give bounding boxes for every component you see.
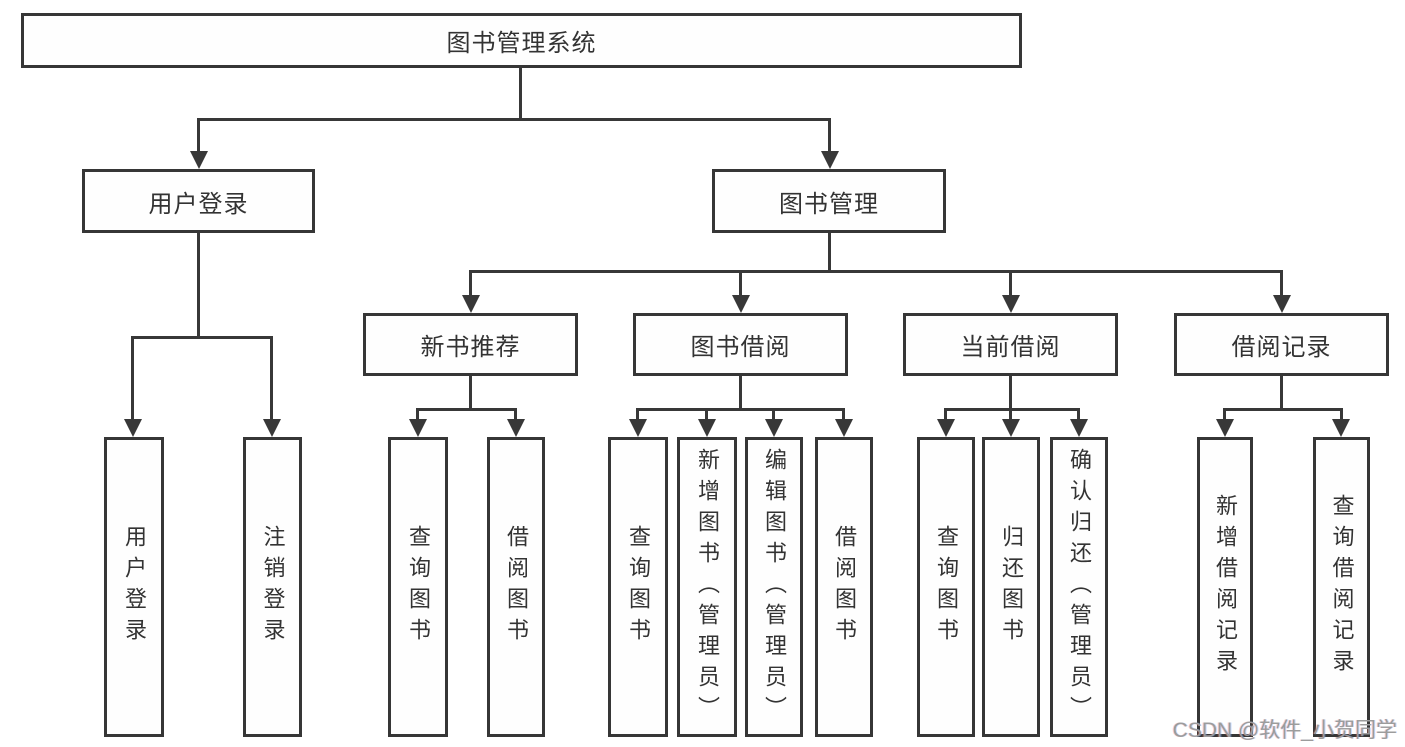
connector-line <box>828 118 831 154</box>
connector-line <box>1223 408 1343 411</box>
node-label: 图书管理 <box>779 190 879 218</box>
node-label: 借阅记录 <box>1231 334 1332 361</box>
arrowhead <box>835 419 853 437</box>
connector-line <box>1340 408 1343 422</box>
arrowhead <box>263 419 281 437</box>
node-user-login: 用户登录 <box>82 169 315 233</box>
node-root-system: 图书管理系统 <box>21 13 1022 68</box>
leaf-query-borrow-record: 查询借阅记录 <box>1313 437 1370 737</box>
node-label: 借阅图书 <box>504 525 529 649</box>
arrowhead <box>698 419 716 437</box>
connector-line <box>1077 408 1080 422</box>
node-label: 确认归还（管理员） <box>1067 447 1092 727</box>
connector-line <box>636 408 844 411</box>
leaf-logout-login: 注销登录 <box>243 437 302 737</box>
arrowhead <box>937 419 955 437</box>
node-book-management: 图书管理 <box>712 169 946 233</box>
leaf-user-login: 用户登录 <box>104 437 164 737</box>
leaf-query-books-recommend: 查询图书 <box>388 437 448 737</box>
arrowhead <box>1002 419 1020 437</box>
connector-line <box>705 408 708 422</box>
connector-line <box>1280 270 1283 298</box>
watermark: CSDN @软件_小贺同学 <box>1172 719 1397 742</box>
arrowhead <box>1002 295 1020 313</box>
connector-line <box>416 408 517 411</box>
leaf-confirm-return-admin: 确认归还（管理员） <box>1050 437 1108 737</box>
arrowhead <box>732 295 750 313</box>
node-current-borrowing: 当前借阅 <box>903 313 1118 376</box>
node-label: 注销登录 <box>260 525 286 649</box>
leaf-query-books-current: 查询图书 <box>917 437 975 737</box>
node-label: 新增借阅记录 <box>1213 494 1238 680</box>
arrowhead <box>765 419 783 437</box>
node-label: 图书管理系统 <box>446 30 597 57</box>
connector-line <box>1280 376 1283 408</box>
connector-line <box>469 270 1283 273</box>
connector-line <box>469 376 472 408</box>
node-label: 查询图书 <box>406 525 431 649</box>
arrowhead <box>409 419 427 437</box>
node-label: 查询图书 <box>626 525 651 649</box>
leaf-add-borrow-record: 新增借阅记录 <box>1197 437 1253 737</box>
node-label: 当前借阅 <box>960 334 1061 361</box>
connector-line <box>1223 408 1226 422</box>
connector-line <box>469 270 472 298</box>
arrowhead <box>507 419 525 437</box>
node-label: 图书借阅 <box>690 334 791 361</box>
node-label: 编辑图书（管理员） <box>762 447 787 727</box>
connector-line <box>519 68 522 120</box>
connector-line <box>739 270 742 298</box>
connector-line <box>197 118 831 121</box>
leaf-add-book-admin: 新增图书（管理员） <box>677 437 737 737</box>
leaf-edit-book-admin: 编辑图书（管理员） <box>745 437 803 737</box>
arrowhead <box>124 419 142 437</box>
connector-line <box>842 408 845 422</box>
connector-line <box>772 408 775 422</box>
arrowhead <box>629 419 647 437</box>
node-label: 查询图书 <box>934 525 959 649</box>
connector-line <box>270 336 273 421</box>
connector-line <box>197 118 200 154</box>
connector-line <box>1009 270 1012 298</box>
node-borrowing-records: 借阅记录 <box>1174 313 1389 376</box>
leaf-borrow-books: 借阅图书 <box>815 437 873 737</box>
arrowhead <box>1070 419 1088 437</box>
connector-line <box>1009 408 1012 422</box>
arrowhead <box>462 295 480 313</box>
connector-line <box>514 408 517 422</box>
node-label: 用户登录 <box>122 525 147 649</box>
node-label: 查询借阅记录 <box>1329 494 1355 680</box>
arrowhead <box>1332 419 1350 437</box>
leaf-query-books-borrow: 查询图书 <box>608 437 668 737</box>
connector-line <box>197 233 200 336</box>
leaf-borrow-books-recommend: 借阅图书 <box>487 437 545 737</box>
connector-line <box>944 408 947 422</box>
node-label: 新增图书（管理员） <box>695 447 720 727</box>
node-label: 借阅图书 <box>832 525 857 649</box>
connector-line <box>739 376 742 408</box>
node-label: 归还图书 <box>999 525 1024 649</box>
connector-line <box>416 408 419 422</box>
connector-line <box>131 336 134 421</box>
arrowhead <box>821 151 839 169</box>
arrowhead <box>1216 419 1234 437</box>
node-book-borrowing: 图书借阅 <box>633 313 848 376</box>
arrowhead <box>1273 295 1291 313</box>
connector-line <box>944 408 1080 411</box>
leaf-return-book: 归还图书 <box>982 437 1040 737</box>
connector-line <box>636 408 639 422</box>
node-new-book-recommendation: 新书推荐 <box>363 313 578 376</box>
arrowhead <box>190 151 208 169</box>
connector-line <box>131 336 273 339</box>
node-label: 用户登录 <box>148 190 249 218</box>
node-label: 新书推荐 <box>420 334 521 361</box>
connector-line <box>828 233 831 270</box>
connector-line <box>1009 376 1012 408</box>
